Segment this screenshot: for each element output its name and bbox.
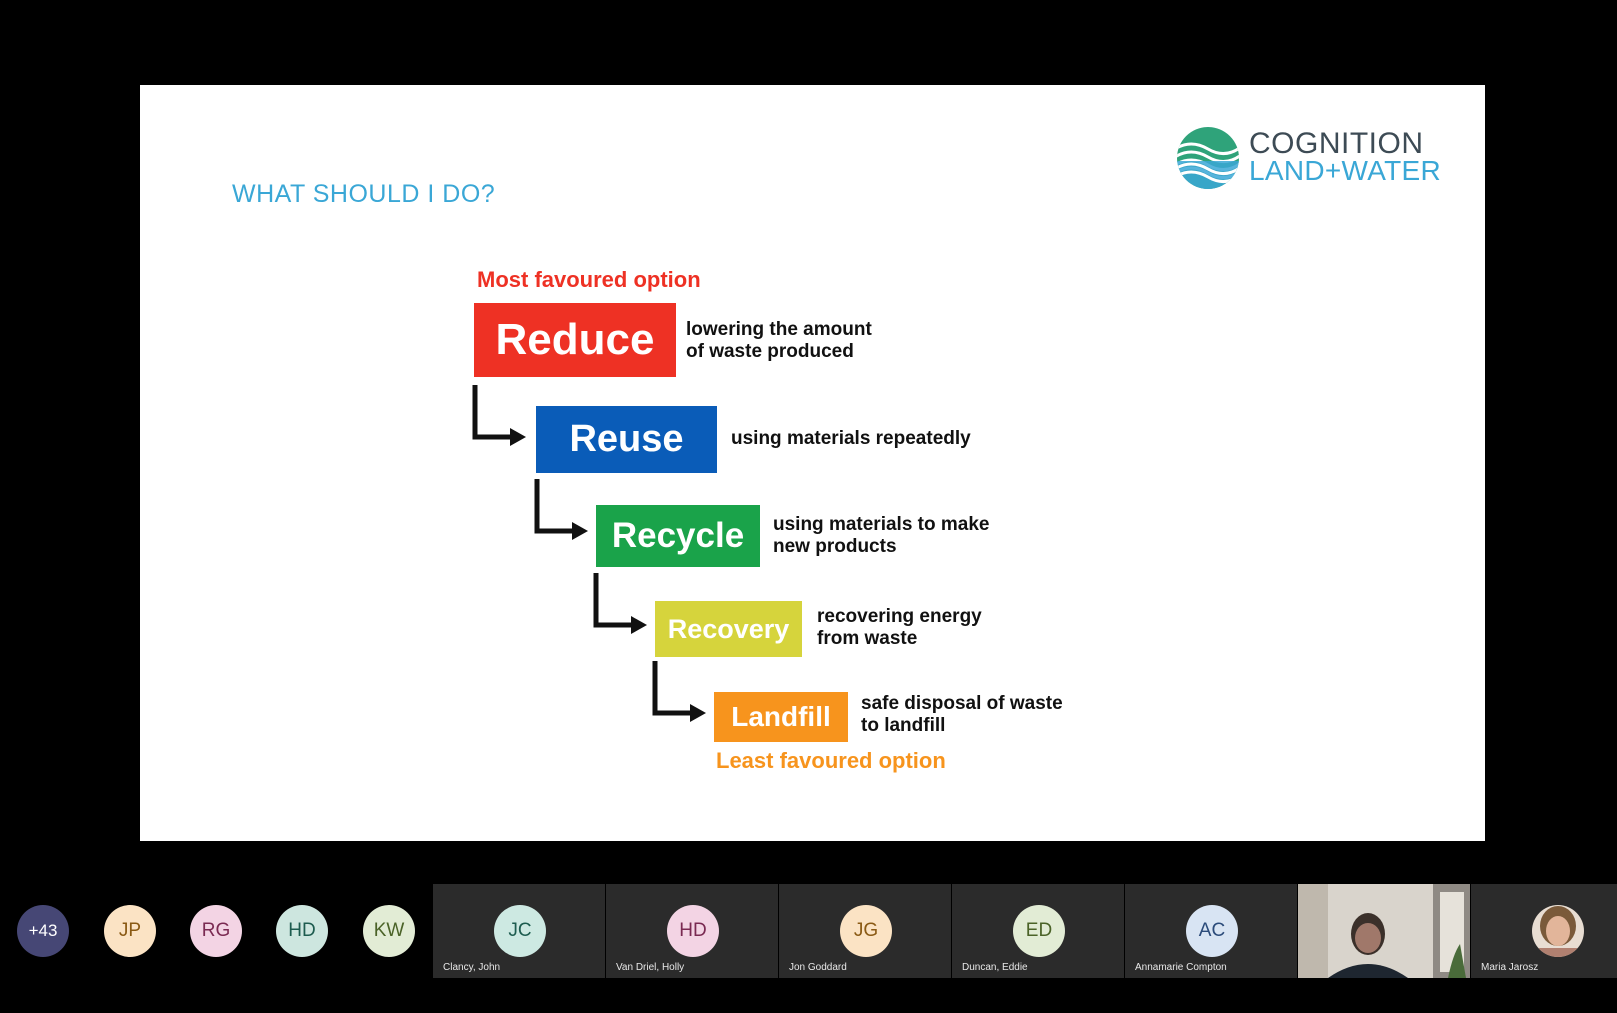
- participant-avatar[interactable]: JP: [104, 905, 156, 957]
- participant-avatar: HD: [667, 905, 719, 957]
- slide-title: WHAT SHOULD I DO?: [232, 180, 496, 208]
- participant-avatar[interactable]: HD: [276, 905, 328, 957]
- shared-slide: WHAT SHOULD I DO? COGNITION LAND+WATER: [140, 85, 1485, 841]
- arrow-reduce-to-reuse: [472, 385, 526, 446]
- tier-reuse-description: using materials repeatedly: [731, 428, 971, 449]
- arrow-recovery-to-landfill: [652, 661, 706, 722]
- tier-landfill-description: safe disposal of waste to landfill: [861, 693, 1063, 736]
- participant-avatar: ED: [1013, 905, 1065, 957]
- more-participants-button[interactable]: +43: [17, 905, 69, 957]
- least-favoured-label: Least favoured option: [716, 748, 946, 773]
- company-logo: COGNITION LAND+WATER: [1175, 125, 1442, 195]
- participant-avatar: AC: [1186, 905, 1238, 957]
- tier-recycle-description: using materials to make new products: [773, 514, 990, 557]
- participant-tile[interactable]: AC Annamarie Compton: [1125, 884, 1297, 978]
- tier-recycle-box: Recycle: [596, 505, 760, 567]
- participant-name: Clancy, John: [443, 962, 501, 973]
- tier-recovery-box: Recovery: [655, 601, 802, 657]
- participant-avatar: JG: [840, 905, 892, 957]
- participant-name: Annamarie Compton: [1135, 962, 1227, 973]
- participant-photo-avatar: [1532, 905, 1584, 957]
- tier-landfill-box: Landfill: [714, 692, 848, 742]
- logo-text-line2: LAND+WATER: [1249, 155, 1442, 186]
- participant-video-tile[interactable]: [1298, 884, 1470, 978]
- participant-avatar[interactable]: RG: [190, 905, 242, 957]
- participant-avatar: JC: [494, 905, 546, 957]
- participant-tile[interactable]: ED Duncan, Eddie: [952, 884, 1124, 978]
- participant-strip: +43 JP RG HD KW JC Clancy, John HD Van D…: [0, 884, 1617, 978]
- logo-wave-icon: [1177, 127, 1239, 189]
- participant-name: Duncan, Eddie: [962, 962, 1028, 973]
- tier-reuse-box: Reuse: [536, 406, 717, 473]
- participant-name: Van Driel, Holly: [616, 962, 685, 973]
- participant-avatar[interactable]: KW: [363, 905, 415, 957]
- tier-reduce-box: Reduce: [474, 303, 676, 377]
- participant-name: Jon Goddard: [789, 962, 847, 973]
- tier-reduce-description: lowering the amount of waste produced: [686, 319, 872, 362]
- participant-tile[interactable]: JG Jon Goddard: [779, 884, 951, 978]
- logo-text-line1: COGNITION: [1249, 127, 1424, 160]
- arrow-reuse-to-recycle: [534, 479, 588, 540]
- participant-video: [1298, 884, 1470, 978]
- participant-tile[interactable]: JC Clancy, John: [433, 884, 605, 978]
- participant-name: Maria Jarosz: [1481, 962, 1539, 973]
- tier-recovery-description: recovering energy from waste: [817, 606, 982, 649]
- participant-tile[interactable]: Maria Jarosz: [1471, 884, 1617, 978]
- participant-tile[interactable]: HD Van Driel, Holly: [606, 884, 778, 978]
- most-favoured-label: Most favoured option: [477, 267, 701, 292]
- arrow-recycle-to-recovery: [593, 573, 647, 634]
